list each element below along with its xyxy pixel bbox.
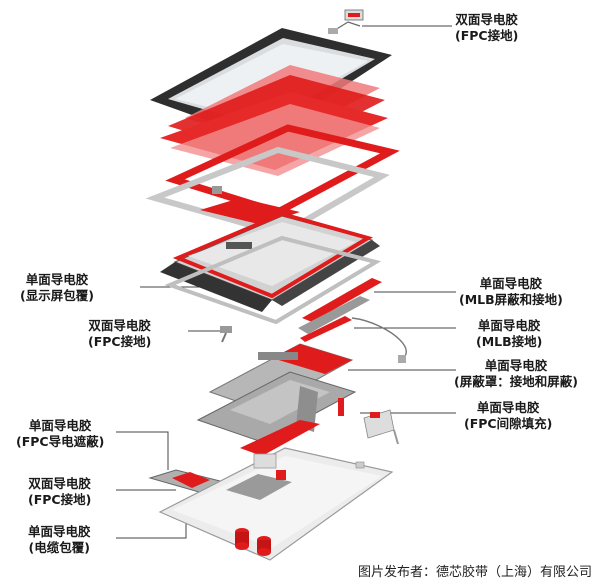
label-line: 单面导电胶: [484, 358, 548, 373]
display-panel: [160, 211, 380, 312]
label-line: (FPC接地): [455, 28, 519, 43]
label-fpc-conductive-shield: 单面导电胶 (FPC导电遮蔽): [16, 418, 104, 450]
mlb-strip: [298, 278, 382, 342]
label-line: (FPC接地): [28, 492, 92, 507]
label-line: (FPC导电遮蔽): [16, 434, 105, 449]
label-fpc-ground-top: 双面导电胶 (FPC接地): [455, 12, 518, 44]
label-fpc-ground-mid: 双面导电胶 (FPC接地): [88, 318, 151, 350]
display-frame: [164, 235, 382, 325]
label-mlb-ground: 单面导电胶 (MLB接地): [476, 318, 542, 350]
label-line: (显示屏包覆): [20, 288, 94, 303]
label-line: (MLB屏蔽和接地): [459, 292, 563, 307]
label-fpc-gap-fill: 单面导电胶 (FPC间隙填充): [464, 400, 552, 432]
side-parts: [363, 409, 399, 445]
label-line: (FPC间隙填充): [464, 416, 553, 431]
label-line: 单面导电胶: [479, 276, 543, 291]
label-line: 单面导电胶: [477, 318, 541, 333]
label-line: 单面导电胶: [476, 400, 540, 415]
label-line: (屏蔽罩：接地和屏蔽): [454, 374, 578, 389]
leader-line: [116, 431, 169, 470]
flex-cable: [351, 317, 407, 361]
label-shield-cover: 单面导电胶 (屏蔽罩：接地和屏蔽): [454, 358, 578, 390]
label-line: (FPC接地): [88, 334, 152, 349]
label-line: (电缆包覆): [28, 540, 90, 555]
label-line: 双面导电胶: [455, 12, 518, 27]
gray-shield-plate: [196, 371, 357, 443]
speaker-cylinders: [235, 528, 271, 556]
label-line: 单面导电胶: [28, 524, 91, 539]
mid-fpc-connector: [220, 326, 232, 343]
label-line: (MLB接地): [476, 334, 543, 349]
label-line: 单面导电胶: [25, 272, 89, 287]
label-line: 双面导电胶: [88, 318, 151, 333]
top-fpc-connector: [328, 9, 364, 34]
label-fpc-ground-bottom: 双面导电胶 (FPC接地): [28, 476, 91, 508]
label-cable-wrap: 单面导电胶 (电缆包覆): [28, 524, 91, 556]
label-line: 双面导电胶: [28, 476, 91, 491]
label-line: 单面导电胶: [28, 418, 92, 433]
image-credit: 图片发布者：德芯胶带（上海）有限公司: [357, 565, 592, 580]
label-mlb-shield-ground: 单面导电胶 (MLB屏蔽和接地): [459, 276, 563, 308]
back-housing: [158, 420, 394, 561]
label-display-wrap: 单面导电胶 (显示屏包覆): [20, 272, 94, 304]
cable-connector: [398, 355, 406, 363]
